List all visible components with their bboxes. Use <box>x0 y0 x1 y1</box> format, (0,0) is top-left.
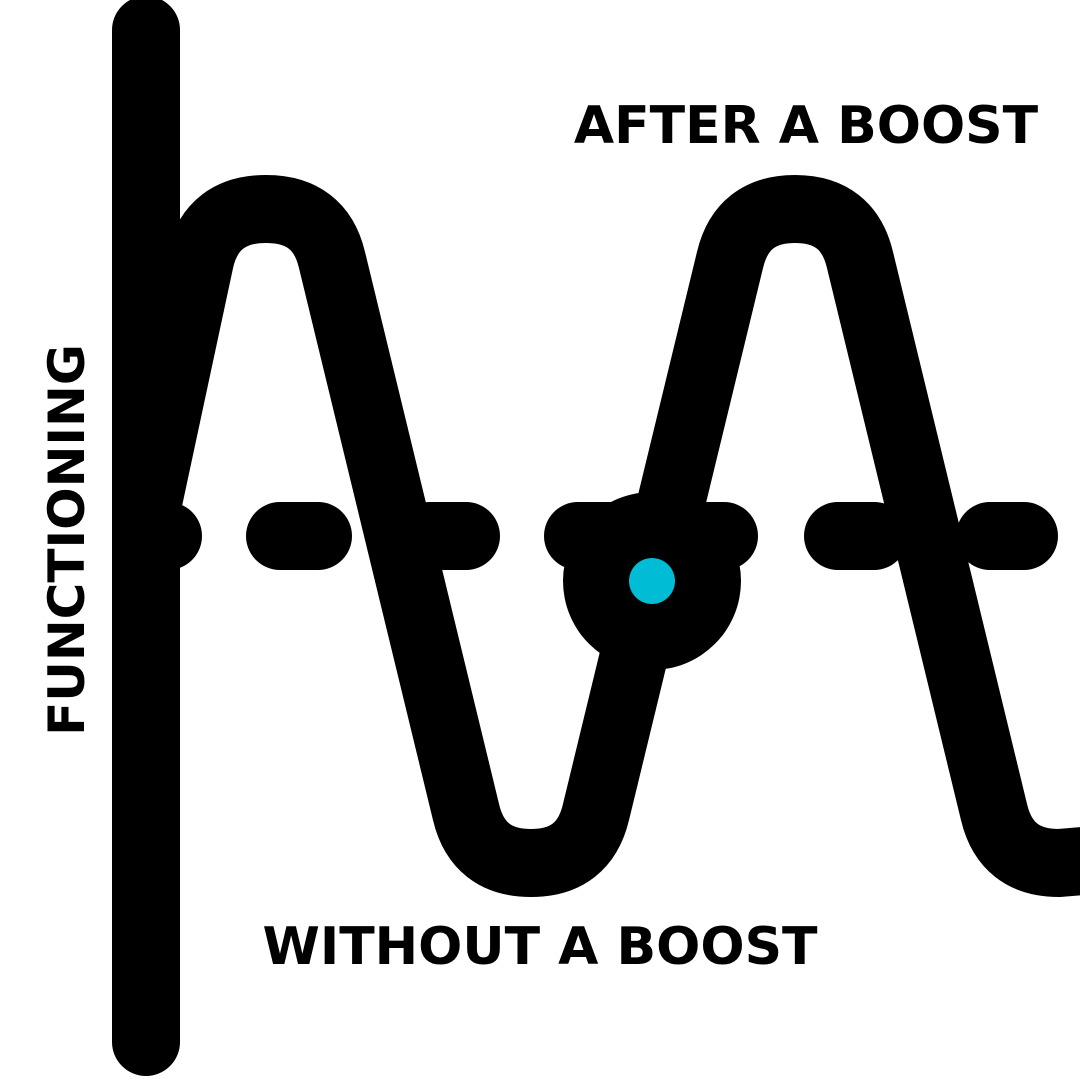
trough-label: WITHOUT A BOOST <box>262 917 818 977</box>
peak-label: AFTER A BOOST <box>574 96 1039 156</box>
position-marker-dot <box>629 558 675 604</box>
oscillation-line <box>112 175 1080 897</box>
y-axis-label: FUNCTIONING <box>38 344 96 736</box>
